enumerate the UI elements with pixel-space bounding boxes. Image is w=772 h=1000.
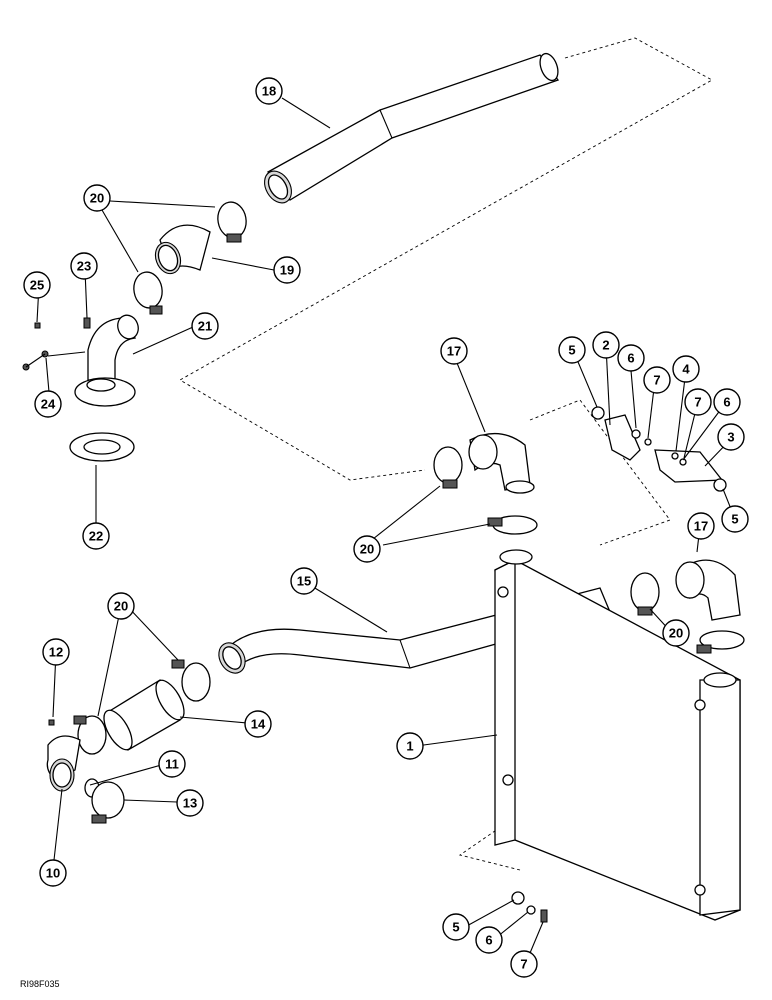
callout-5-a: 5 [558,336,586,364]
short-hose [103,679,185,751]
callout-15: 15 [290,567,318,595]
callout-4: 4 [672,355,700,383]
middle-elbow [433,433,538,535]
svg-text:12: 12 [49,645,63,660]
svg-text:7: 7 [694,395,701,410]
svg-text:5: 5 [731,512,738,527]
svg-text:20: 20 [360,542,374,557]
svg-text:7: 7 [653,373,660,388]
callout-22: 22 [82,522,110,550]
callout-1: 1 [396,732,424,760]
svg-text:20: 20 [90,191,104,206]
svg-text:6: 6 [485,933,492,948]
svg-text:10: 10 [46,866,60,881]
callout-2: 2 [592,331,620,359]
callout-20-d: 20 [107,592,135,620]
svg-text:23: 23 [77,259,91,274]
callout-14: 14 [244,710,272,738]
callout-25: 25 [23,271,51,299]
callout-10: 10 [39,859,67,887]
callout-7-c: 7 [510,950,538,978]
svg-text:6: 6 [627,351,634,366]
svg-text:11: 11 [165,757,179,772]
callout-7-a: 7 [643,366,671,394]
callout-21: 21 [191,312,219,340]
callout-5-c: 5 [442,913,470,941]
callout-20-b: 20 [353,535,381,563]
callout-11: 11 [158,750,186,778]
svg-text:17: 17 [447,344,461,359]
svg-text:22: 22 [89,529,103,544]
svg-text:5: 5 [452,920,459,935]
svg-text:17: 17 [694,519,708,534]
upper-clamps [133,201,247,315]
gasket [69,432,135,462]
callout-3: 3 [717,423,745,451]
lower-fasteners [511,891,548,923]
charge-air-cooler [494,549,741,921]
callout-5-b: 5 [721,505,749,533]
callout-17-b: 17 [687,512,715,540]
lower-elbow [46,719,125,824]
callout-7-b: 7 [684,388,712,416]
svg-text:20: 20 [669,626,683,641]
callout-17-a: 17 [440,337,468,365]
callout-24: 24 [34,390,62,418]
svg-text:4: 4 [682,362,690,377]
callout-23: 23 [70,252,98,280]
svg-text:6: 6 [723,395,730,410]
bracket-assembly [591,406,727,492]
svg-text:18: 18 [262,84,276,99]
callout-19: 19 [273,256,301,284]
right-elbow [630,559,745,654]
svg-text:7: 7 [520,957,527,972]
upper-elbow [154,224,211,275]
flanged-elbow [22,314,139,407]
leader-lines [36,97,736,954]
lower-clamps [73,659,211,755]
callout-13: 13 [176,789,204,817]
svg-text:20: 20 [114,599,128,614]
callout-6-b: 6 [713,388,741,416]
svg-text:2: 2 [602,338,609,353]
callout-20-a: 20 [83,184,111,212]
svg-text:19: 19 [280,263,294,278]
svg-text:1: 1 [406,739,413,754]
svg-text:3: 3 [727,430,734,445]
svg-text:15: 15 [297,574,311,589]
svg-text:5: 5 [568,343,575,358]
callout-6-c: 6 [475,926,503,954]
callout-6-a: 6 [617,344,645,372]
figure-id: RI98F035 [20,979,60,989]
callout-18: 18 [255,77,283,105]
callout-12: 12 [42,638,70,666]
svg-text:13: 13 [183,796,197,811]
lower-tube [218,587,611,674]
callout-20-c: 20 [662,619,690,647]
svg-text:24: 24 [41,397,56,412]
svg-text:25: 25 [30,278,44,293]
upper-tube [264,52,560,204]
svg-text:14: 14 [251,717,266,732]
svg-text:21: 21 [198,319,212,334]
